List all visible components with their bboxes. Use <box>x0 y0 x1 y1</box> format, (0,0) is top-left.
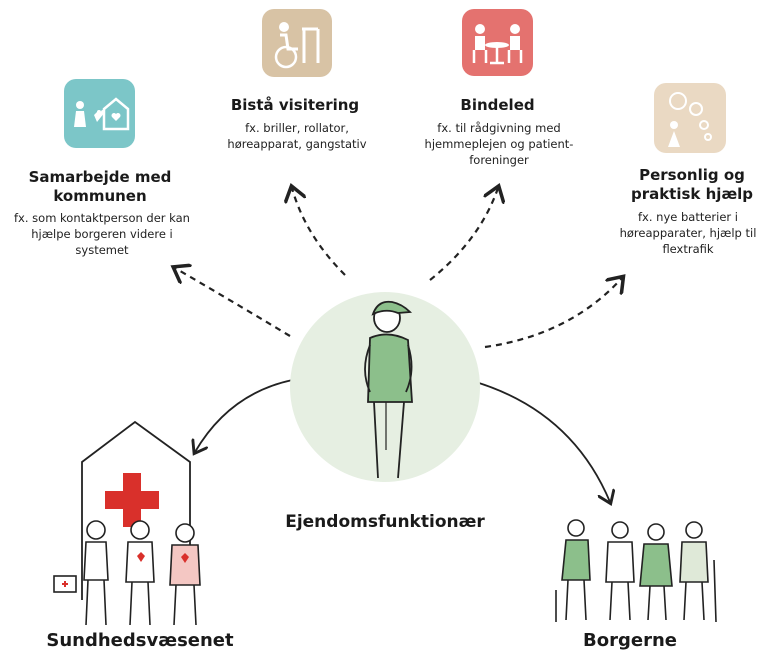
borgerne-label: Borgerne <box>583 630 677 651</box>
house-people-icon <box>64 79 135 148</box>
arrow-to-samarbejde <box>175 268 291 337</box>
bindeled-desc: fx. til rådgivning med hjemmeplejen og p… <box>424 121 574 167</box>
samarbejde-title: Samarbejde med kommunen <box>28 168 172 205</box>
praktisk-desc: fx. nye batterier i høreapparater, hjælp… <box>619 210 757 256</box>
praktisk-title: Personlig og praktisk hjælp <box>630 166 754 203</box>
arrow-to-bindeled <box>429 188 498 281</box>
thought-bubble-icon <box>654 83 726 153</box>
visitering-title: Bistå visitering <box>230 96 360 114</box>
samarbejde-desc: fx. som kontaktperson der kan hjælpe bor… <box>14 211 190 257</box>
sundhed-label: Sundhedsvæsenet <box>46 630 234 651</box>
meeting-table-icon <box>462 9 533 76</box>
bindeled-title: Bindeled <box>460 96 535 114</box>
center-label: Ejendomsfunktionær <box>285 512 485 532</box>
visitering-desc: fx. briller, rollator, høreapparat, gang… <box>227 121 367 151</box>
arrow-to-visitering <box>292 188 346 276</box>
wheelchair-walker-icon <box>262 9 332 77</box>
arrow-to-praktisk <box>484 278 622 349</box>
